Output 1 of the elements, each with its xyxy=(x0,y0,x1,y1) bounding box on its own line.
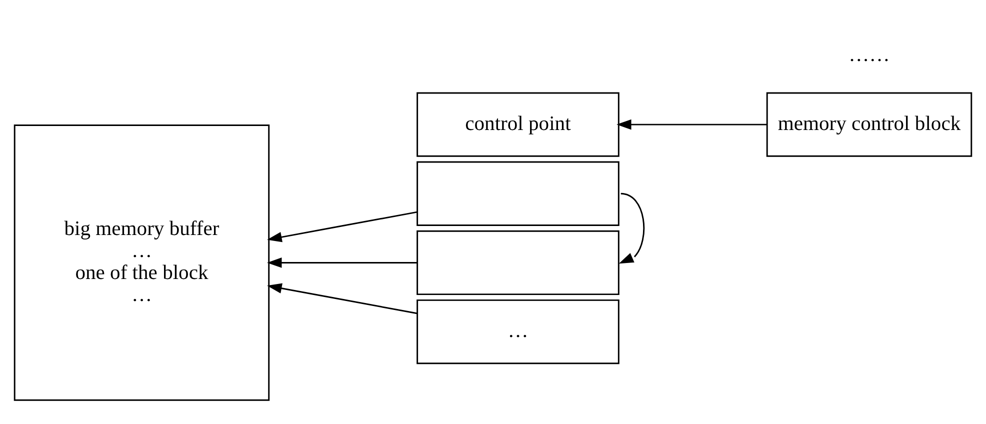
label: …… xyxy=(848,44,890,66)
